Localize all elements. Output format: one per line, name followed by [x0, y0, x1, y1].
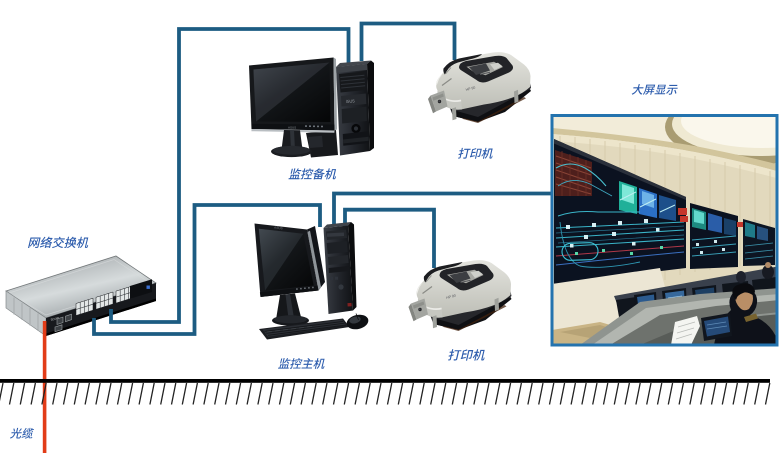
svg-text:/5U5: /5U5 [346, 98, 356, 104]
svg-text:ASUS: ASUS [274, 226, 283, 231]
svg-text:3Com: 3Com [50, 316, 60, 322]
svg-text:ASUS: ASUS [288, 125, 296, 129]
svg-text:HP 90: HP 90 [465, 86, 476, 92]
